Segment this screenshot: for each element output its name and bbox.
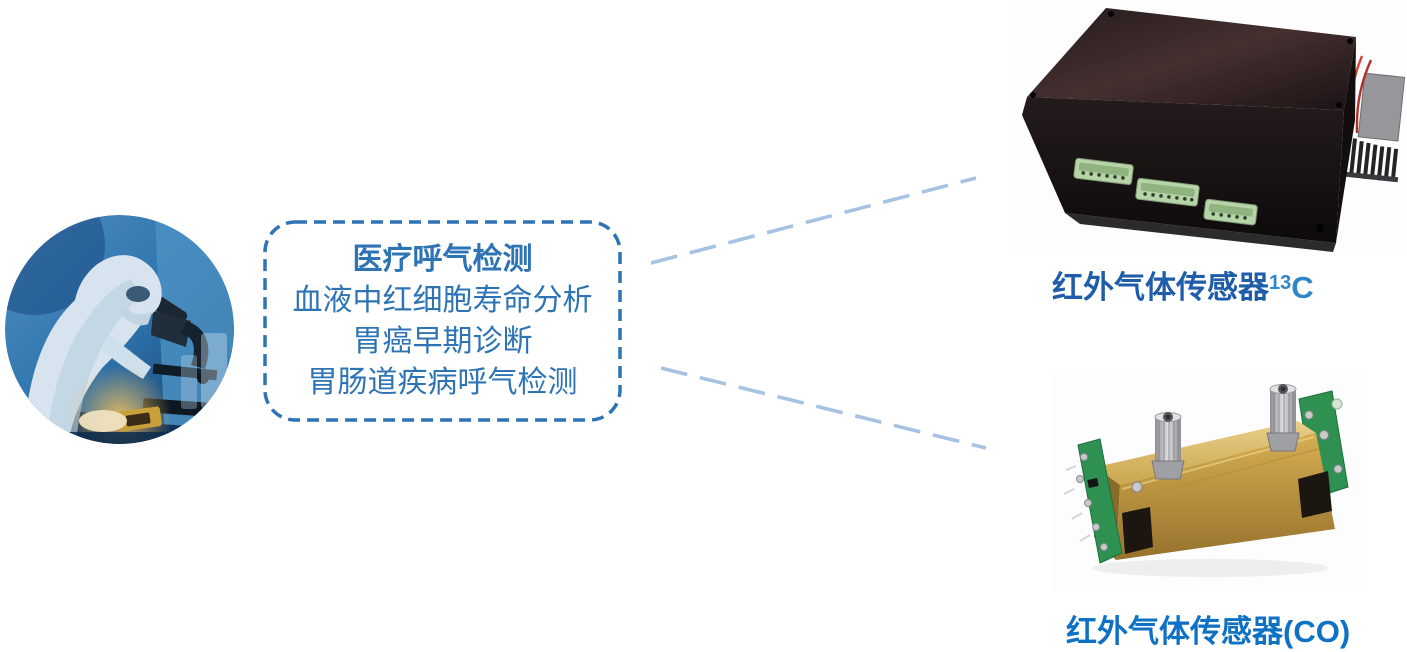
- terminal-block: [1203, 198, 1258, 226]
- gas-fitting-right: [1266, 384, 1300, 452]
- caption-co-suffix: (CO): [1283, 614, 1351, 649]
- ir-sensor-13c-photo: [1010, 0, 1406, 253]
- terminal-block: [1135, 177, 1200, 207]
- ir-sensor-co-illustration: [1052, 371, 1362, 592]
- dashed-border: [263, 220, 622, 422]
- caption-13c-prefix: 红外气体传感器: [1052, 270, 1269, 305]
- lab-photo-illustration: [5, 215, 234, 444]
- connector-line-top: [650, 176, 977, 265]
- pcb-left-shape: [1063, 438, 1123, 564]
- caption-ir-sensor-13c: 红外气体传感器13C: [1052, 262, 1314, 307]
- gas-fitting-left: [1151, 412, 1185, 480]
- connector-line-bottom: [660, 366, 987, 450]
- application-list-box: 医疗呼气检测 血液中红细胞寿命分析 胃癌早期诊断 胃肠道疾病呼气检测: [263, 220, 622, 422]
- terminal-block: [1073, 157, 1134, 186]
- caption-co-prefix: 红外气体传感器: [1066, 614, 1283, 649]
- application-item: 血液中红细胞寿命分析: [292, 284, 593, 317]
- application-box-title: 医疗呼气检测: [352, 243, 533, 276]
- caption-ir-sensor-co: 红外气体传感器(CO): [1066, 606, 1350, 651]
- ir-sensor-co-photo: [1052, 371, 1362, 592]
- lab-cleanroom-photo: [5, 215, 234, 444]
- ir-sensor-13c-illustration: [1010, 0, 1406, 253]
- application-item: 胃肠道疾病呼气检测: [307, 366, 578, 399]
- application-item: 胃癌早期诊断: [352, 325, 533, 358]
- heatsink-shape: [1339, 72, 1406, 183]
- caption-13c-suffix: C: [1291, 270, 1314, 305]
- caption-13c-superscript: 13: [1269, 272, 1292, 294]
- person-shape: [23, 255, 162, 444]
